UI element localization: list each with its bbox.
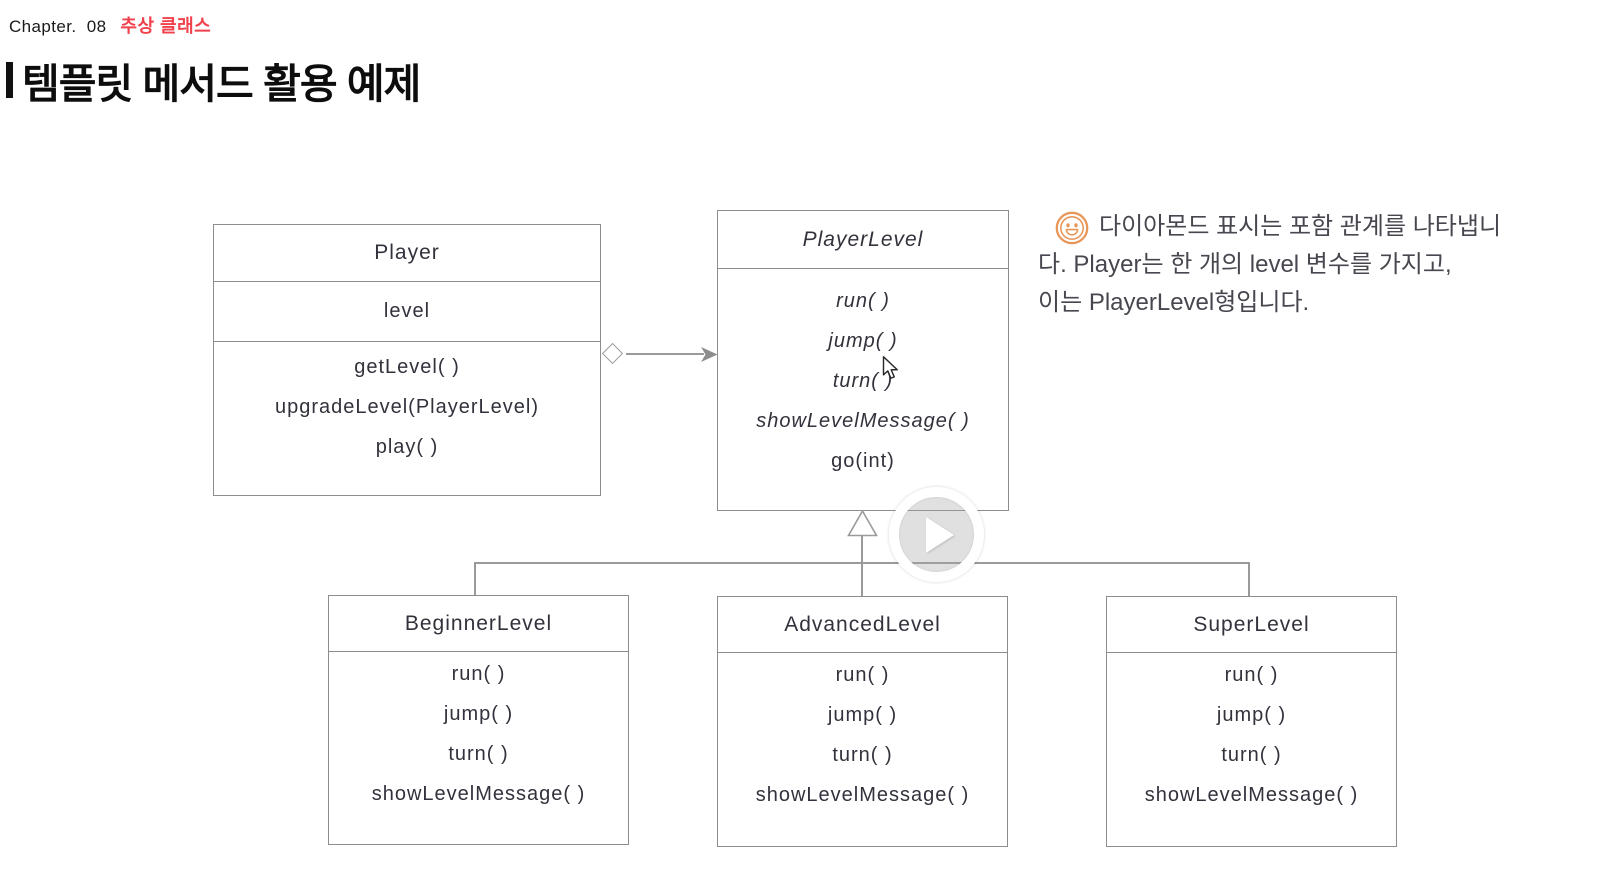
class-method: jump( ) <box>443 703 514 725</box>
annotation-text: 다이아몬드 표시는 포함 관계를 나타냅니 <box>1099 213 1502 240</box>
class-methods: run( ) jump( ) turn( ) showLevelMessage(… <box>718 269 1008 510</box>
class-box-superlevel: SuperLevel run( ) jump( ) turn( ) showLe… <box>1106 596 1397 847</box>
annotation-line: 다. Player는 한 개의 level 변수를 가지고, <box>1038 251 1452 278</box>
inheritance-stub-left <box>474 562 476 596</box>
play-icon <box>926 516 954 553</box>
class-method: showLevelMessage( ) <box>755 784 970 806</box>
abstract-method: run( ) <box>836 290 890 312</box>
class-box-beginnerlevel: BeginnerLevel run( ) jump( ) turn( ) sho… <box>328 595 629 845</box>
chapter-label: Chapter. 08 <box>9 17 107 36</box>
arrow-cursor-icon <box>882 356 898 379</box>
page-title-text: 템플릿 메서드 활용 예제 <box>22 61 421 107</box>
class-method: showLevelMessage( ) <box>371 783 586 805</box>
arrowhead-icon <box>701 347 718 362</box>
class-method: play( ) <box>375 436 439 458</box>
class-box-advancedlevel: AdvancedLevel run( ) jump( ) turn( ) sho… <box>717 596 1008 847</box>
triangle-icon <box>847 510 878 537</box>
class-box-player: Player level getLevel( ) upgradeLevel(Pl… <box>213 224 601 496</box>
annotation-line: 이는 PlayerLevel형입니다. <box>1038 289 1310 316</box>
abstract-method: jump( ) <box>828 330 898 352</box>
class-methods: run( ) jump( ) turn( ) showLevelMessage(… <box>718 653 1007 846</box>
smiley-icon <box>1055 211 1089 245</box>
class-method: upgradeLevel(PlayerLevel) <box>274 396 540 418</box>
page-title: 템플릿 메서드 활용 예제 <box>6 50 421 110</box>
chapter-topic: 추상 클래스 <box>120 16 212 36</box>
class-methods: getLevel( ) upgradeLevel(PlayerLevel) pl… <box>214 342 600 495</box>
inheritance-stub-right <box>1248 562 1250 597</box>
class-name: Player <box>214 225 600 282</box>
annotation-note: 다이아몬드 표시는 포함 관계를 나타냅니 다. Player는 한 개의 le… <box>1038 208 1528 322</box>
class-method: jump( ) <box>1216 704 1287 726</box>
class-method: getLevel( ) <box>354 356 460 378</box>
class-method: turn( ) <box>1221 744 1282 766</box>
inheritance-line-horizontal <box>474 562 1250 564</box>
class-method: turn( ) <box>448 743 509 765</box>
inheritance-line-center <box>861 536 863 596</box>
video-play-button[interactable] <box>889 487 984 582</box>
class-method: run( ) <box>835 664 890 686</box>
class-methods: run( ) jump( ) turn( ) showLevelMessage(… <box>329 652 628 844</box>
class-method: turn( ) <box>832 744 893 766</box>
class-name: AdvancedLevel <box>718 597 1007 653</box>
class-attribute: level <box>214 282 600 342</box>
diamond-icon <box>601 342 624 365</box>
class-method: go(int) <box>831 450 895 472</box>
aggregation-line <box>626 353 704 355</box>
abstract-method: showLevelMessage( ) <box>756 410 970 432</box>
class-box-playerlevel: PlayerLevel run( ) jump( ) turn( ) showL… <box>717 210 1009 511</box>
title-bullet-bar <box>6 62 13 98</box>
class-methods: run( ) jump( ) turn( ) showLevelMessage(… <box>1107 653 1396 846</box>
class-method: showLevelMessage( ) <box>1144 784 1359 806</box>
class-method: jump( ) <box>827 704 898 726</box>
chapter-line: Chapter. 08 추상 클래스 <box>9 12 211 38</box>
class-name: SuperLevel <box>1107 597 1396 653</box>
class-method: run( ) <box>451 663 506 685</box>
abstract-method: turn( ) <box>832 370 894 392</box>
class-method: run( ) <box>1224 664 1279 686</box>
annotation-line: 다이아몬드 표시는 포함 관계를 나타냅니 <box>1038 208 1528 246</box>
class-name: PlayerLevel <box>718 211 1008 269</box>
class-name: BeginnerLevel <box>329 596 628 652</box>
